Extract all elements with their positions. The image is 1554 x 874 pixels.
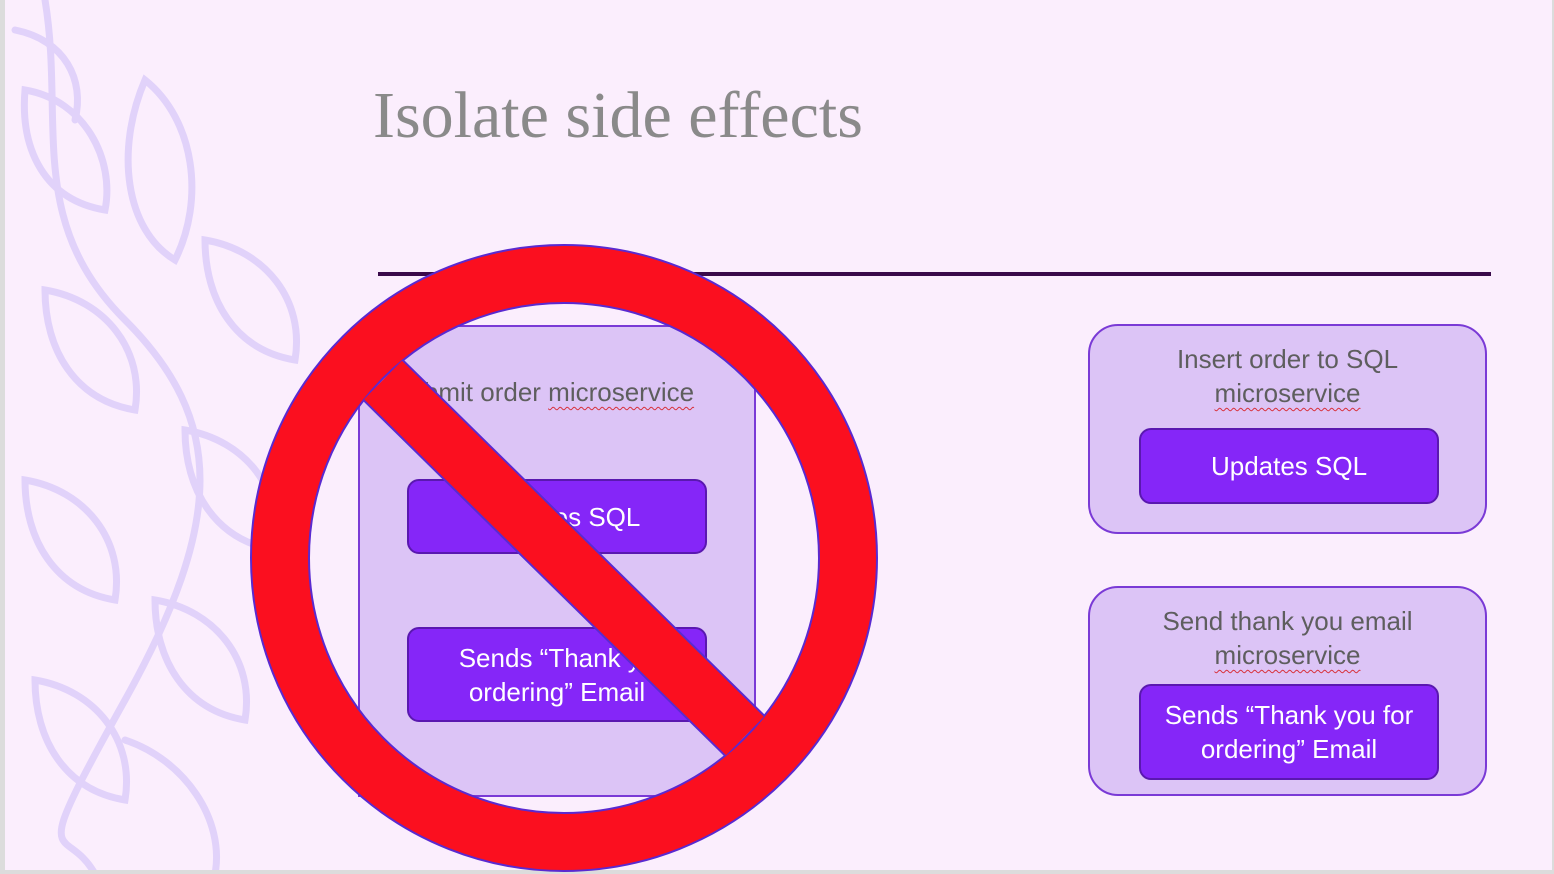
updates-sql-label: Updates SQL — [1210, 451, 1368, 481]
floral-decoration-icon — [11, 0, 300, 870]
monolith-sql-button: es SQL — [407, 479, 707, 554]
sql-title-line1: Insert order to SQL — [1176, 344, 1399, 374]
email-microservice-box: Send thank you email microservice Sends … — [1088, 586, 1487, 796]
email-title-line2: microservice — [1214, 640, 1361, 670]
monolith-title-word: microservice — [548, 377, 695, 407]
monolith-box: bmit order microservice — [358, 325, 756, 797]
title-divider — [378, 272, 1491, 276]
email-microservice-title: Send thank you email microservice — [1090, 604, 1485, 672]
slide-title: Isolate side effects — [373, 79, 863, 152]
sends-email-button: Sends “Thank you for ordering” Email — [1139, 684, 1439, 780]
monolith-email-line1: Sends “Thank yo — [458, 642, 656, 673]
sends-email-line2: ordering” Email — [1200, 734, 1378, 764]
monolith-title-text: bmit order — [423, 377, 549, 407]
monolith-email-button: Sends “Thank yo ordering” Email — [407, 627, 707, 722]
monolith-title: bmit order microservice — [360, 377, 758, 408]
monolith-sql-button-label: es SQL — [553, 501, 641, 532]
email-title-line1: Send thank you email — [1162, 606, 1413, 636]
sql-title-line2: microservice — [1214, 378, 1361, 408]
sends-email-line1: Sends “Thank you for — [1164, 700, 1414, 730]
sql-microservice-box: Insert order to SQL microservice Updates… — [1088, 324, 1487, 534]
monolith-email-line2: ordering” Email — [468, 676, 646, 707]
updates-sql-button: Updates SQL — [1139, 428, 1439, 504]
sql-microservice-title: Insert order to SQL microservice — [1090, 342, 1485, 410]
